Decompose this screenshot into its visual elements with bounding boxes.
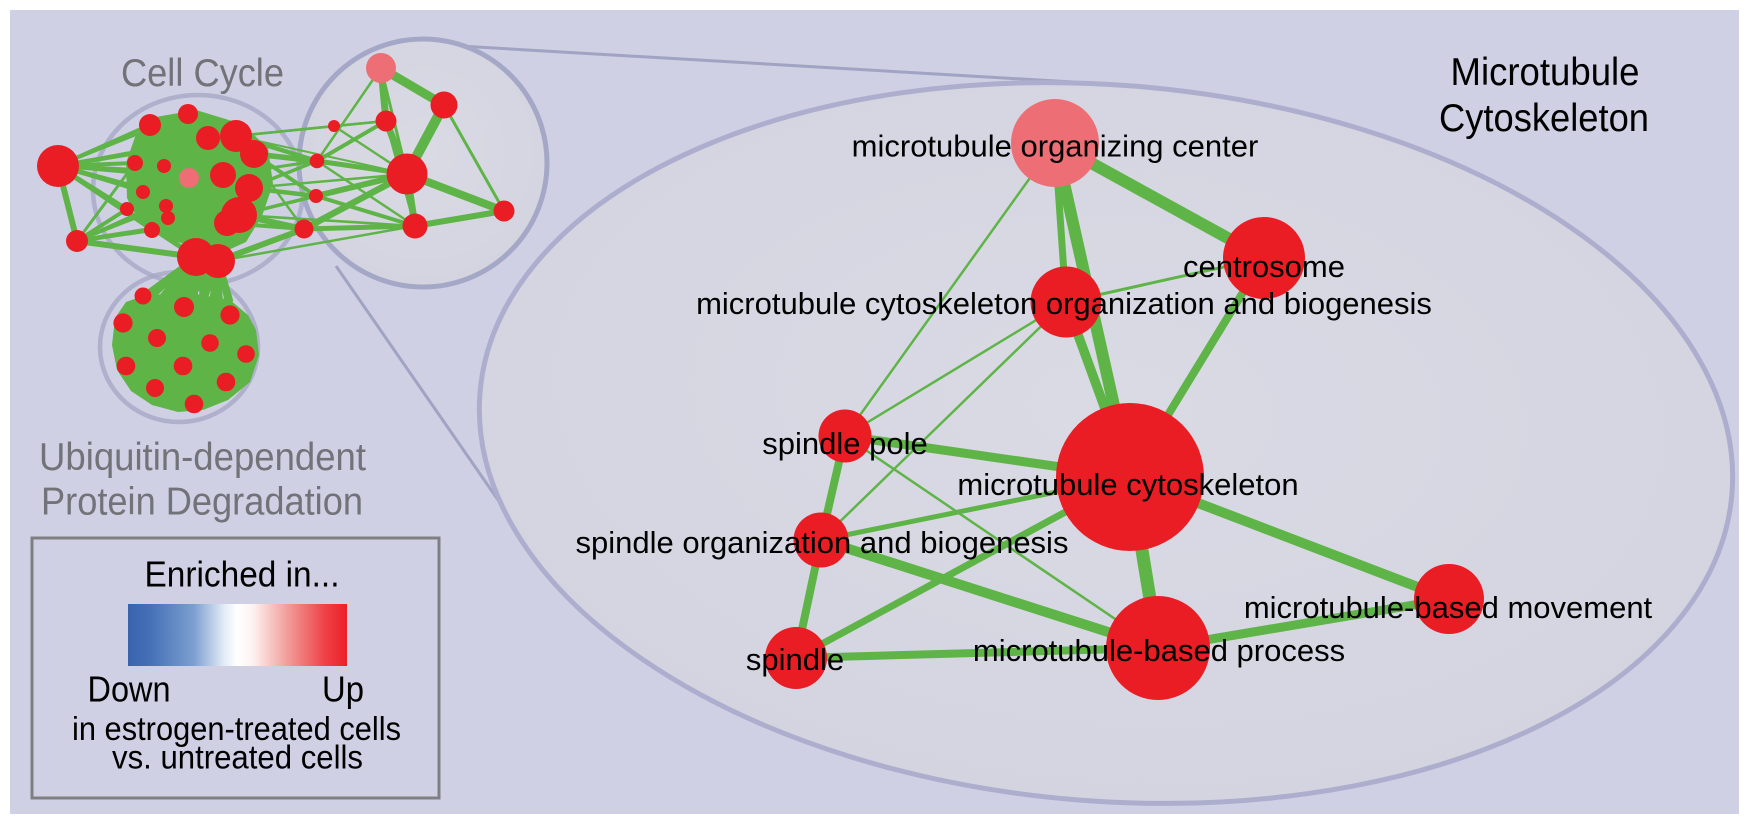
svg-text:Cytoskeleton: Cytoskeleton	[1439, 97, 1649, 140]
svg-text:Ubiquitin-dependent: Ubiquitin-dependent	[39, 436, 366, 479]
svg-text:spindle: spindle	[746, 642, 844, 677]
svg-text:Microtubule: Microtubule	[1451, 51, 1640, 94]
svg-text:vs. untreated cells: vs. untreated cells	[112, 739, 363, 776]
svg-text:microtubule-based process: microtubule-based process	[973, 633, 1345, 668]
svg-text:spindle pole: spindle pole	[762, 426, 927, 461]
svg-text:spindle organization and bioge: spindle organization and biogenesis	[576, 525, 1069, 560]
svg-text:in estrogen-treated cells: in estrogen-treated cells	[72, 710, 401, 747]
svg-text:Cell Cycle: Cell Cycle	[121, 52, 284, 95]
svg-text:Enriched in...: Enriched in...	[145, 554, 340, 595]
svg-text:microtubule organizing center: microtubule organizing center	[852, 129, 1259, 164]
svg-text:microtubule cytoskeleton organ: microtubule cytoskeleton organization an…	[696, 286, 1432, 321]
svg-text:microtubule cytoskeleton: microtubule cytoskeleton	[957, 467, 1298, 502]
svg-text:microtubule-based movement: microtubule-based movement	[1244, 590, 1653, 625]
svg-text:Up: Up	[322, 669, 364, 710]
svg-text:Down: Down	[88, 669, 171, 710]
svg-text:centrosome: centrosome	[1183, 249, 1345, 284]
svg-text:Protein Degradation: Protein Degradation	[41, 481, 363, 524]
